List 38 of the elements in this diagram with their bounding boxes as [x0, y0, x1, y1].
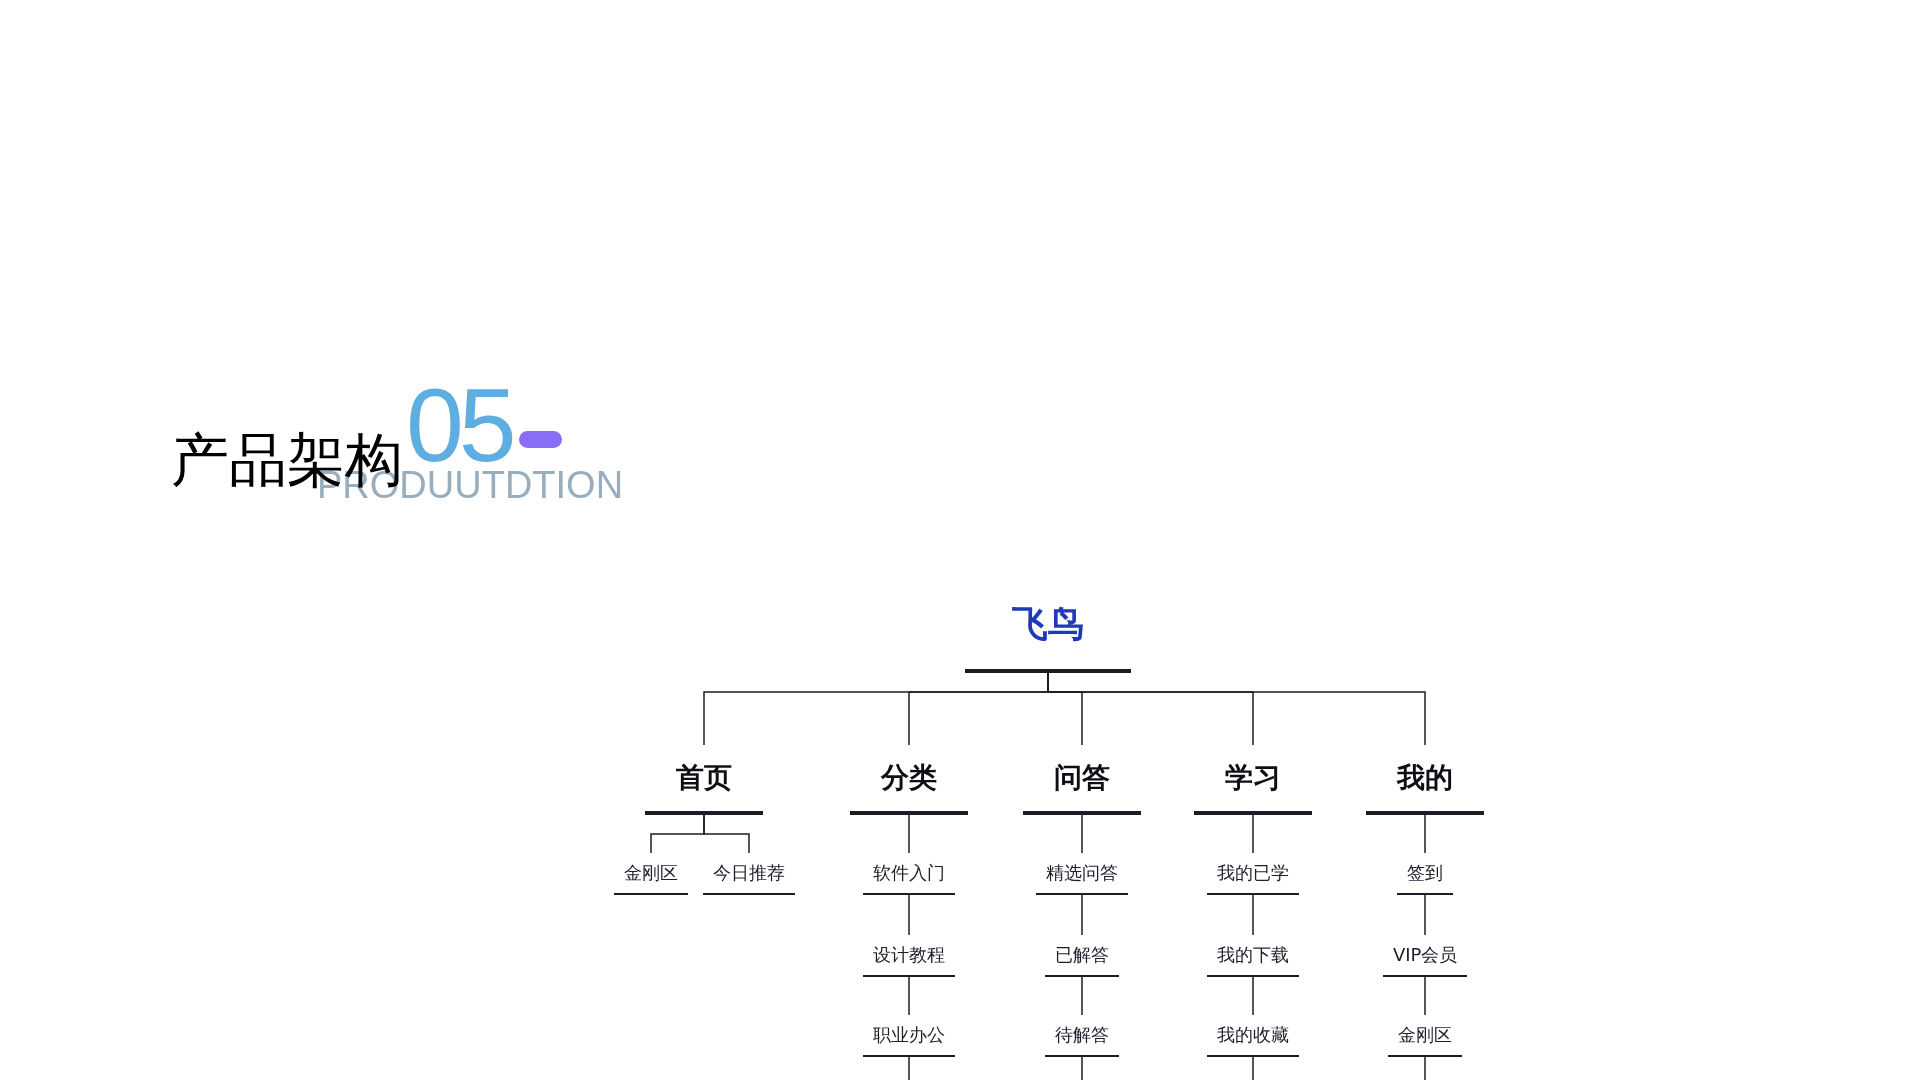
subtopic: 精选问答 — [1036, 853, 1128, 895]
connector-line — [1081, 1056, 1083, 1080]
subtopic: 待解答 — [1045, 1015, 1119, 1057]
connector-line — [1424, 1056, 1426, 1080]
connector-line — [1424, 894, 1426, 936]
subtopic: 金刚区 — [614, 853, 688, 895]
subtopic: 我的下载 — [1207, 935, 1299, 977]
connector-line — [1252, 976, 1254, 1016]
connector-line — [1424, 814, 1426, 854]
connector-line — [908, 976, 910, 1016]
branch-topic: 我的 — [1366, 745, 1484, 815]
connector-line — [1252, 814, 1254, 854]
subtopic: 签到 — [1397, 853, 1453, 895]
connector-line — [1424, 976, 1426, 1016]
subtopic: 金刚区 — [1388, 1015, 1462, 1057]
connector-line — [1252, 894, 1254, 936]
connector-line — [1081, 894, 1083, 936]
root-topic: 飞鸟 — [965, 579, 1131, 673]
subtopic: 已解答 — [1045, 935, 1119, 977]
branch-topic: 问答 — [1023, 745, 1141, 815]
subtopic: 今日推荐 — [703, 853, 795, 895]
subtopic: 职业办公 — [863, 1015, 955, 1057]
connector-line — [908, 1056, 910, 1080]
connector-line — [1252, 1056, 1254, 1080]
connector-line — [908, 894, 910, 936]
branch-topic: 学习 — [1194, 745, 1312, 815]
connector-line — [1081, 976, 1083, 1016]
branch-topic: 分类 — [850, 745, 968, 815]
branch-topic: 首页 — [645, 745, 763, 815]
subtopic: 设计教程 — [863, 935, 955, 977]
connector-line — [1047, 672, 1426, 746]
connector-line — [1081, 814, 1083, 854]
connector-line — [703, 814, 750, 854]
subtopic: 我的已学 — [1207, 853, 1299, 895]
subtopic: VIP会员 — [1383, 935, 1468, 977]
subtopic: 我的收藏 — [1207, 1015, 1299, 1057]
connector-line — [908, 814, 910, 854]
subtopic: 软件入门 — [863, 853, 955, 895]
